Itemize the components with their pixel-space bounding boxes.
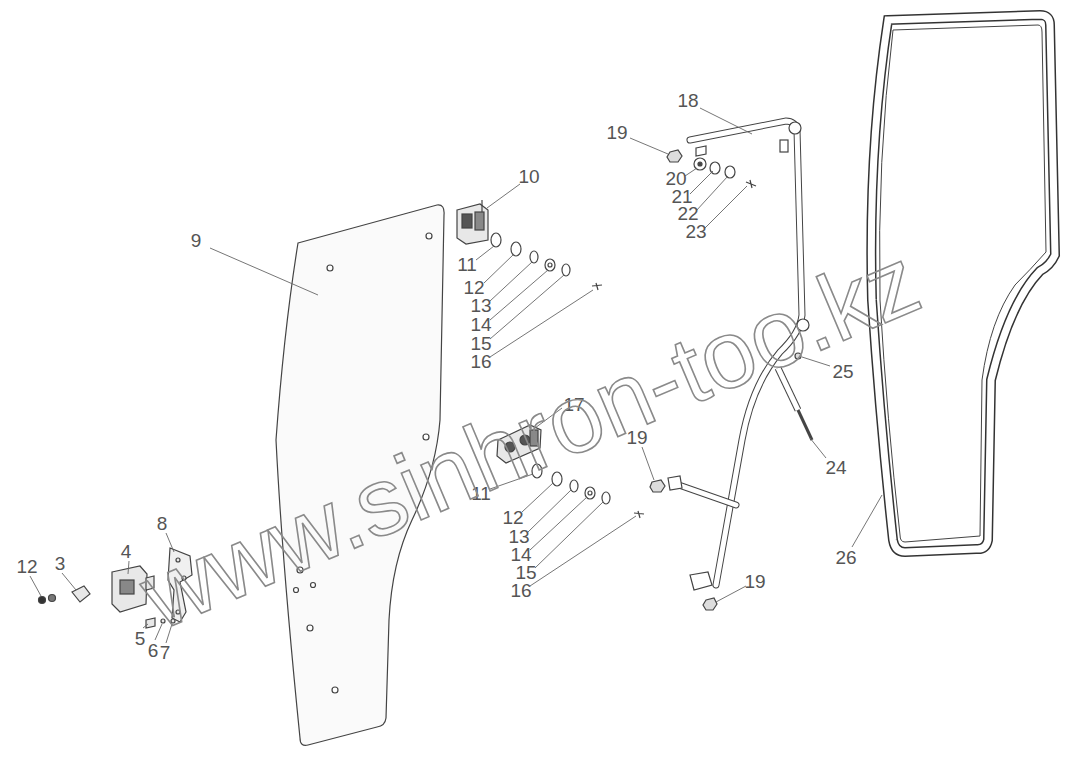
- washer: [491, 233, 602, 290]
- callout-number: 10: [518, 167, 539, 186]
- callout-number: 12: [16, 557, 37, 576]
- callout-number: 15: [470, 334, 491, 353]
- callout-number: 20: [665, 169, 686, 188]
- callout-number: 25: [832, 362, 853, 381]
- callout-number: 8: [157, 514, 168, 533]
- washer: [694, 158, 756, 188]
- callout-number: 14: [470, 315, 491, 334]
- callout-number: 22: [677, 204, 698, 223]
- hinge: [457, 200, 488, 244]
- callout-number: 13: [470, 296, 491, 315]
- callout-number: 7: [160, 643, 171, 662]
- callout-number: 18: [677, 91, 698, 110]
- callout-number: 15: [515, 563, 536, 582]
- callout-number: 11: [457, 255, 477, 274]
- callout-number: 12: [463, 278, 484, 297]
- callout-number: 13: [508, 527, 529, 546]
- callout-number: 26: [835, 548, 856, 567]
- callout-number: 16: [470, 352, 491, 371]
- callout-number: 23: [685, 222, 706, 241]
- callout-number: 14: [510, 545, 531, 564]
- callout-number: 12: [502, 508, 523, 527]
- callout-number: 16: [510, 581, 531, 600]
- callout-number: 5: [135, 629, 146, 648]
- callout-number: 24: [825, 458, 846, 477]
- callout-number: 19: [606, 123, 627, 142]
- callout-number: 3: [55, 554, 66, 573]
- callout-number: 9: [191, 231, 202, 250]
- callout-number: 19: [744, 572, 765, 591]
- callout-number: 6: [148, 641, 159, 660]
